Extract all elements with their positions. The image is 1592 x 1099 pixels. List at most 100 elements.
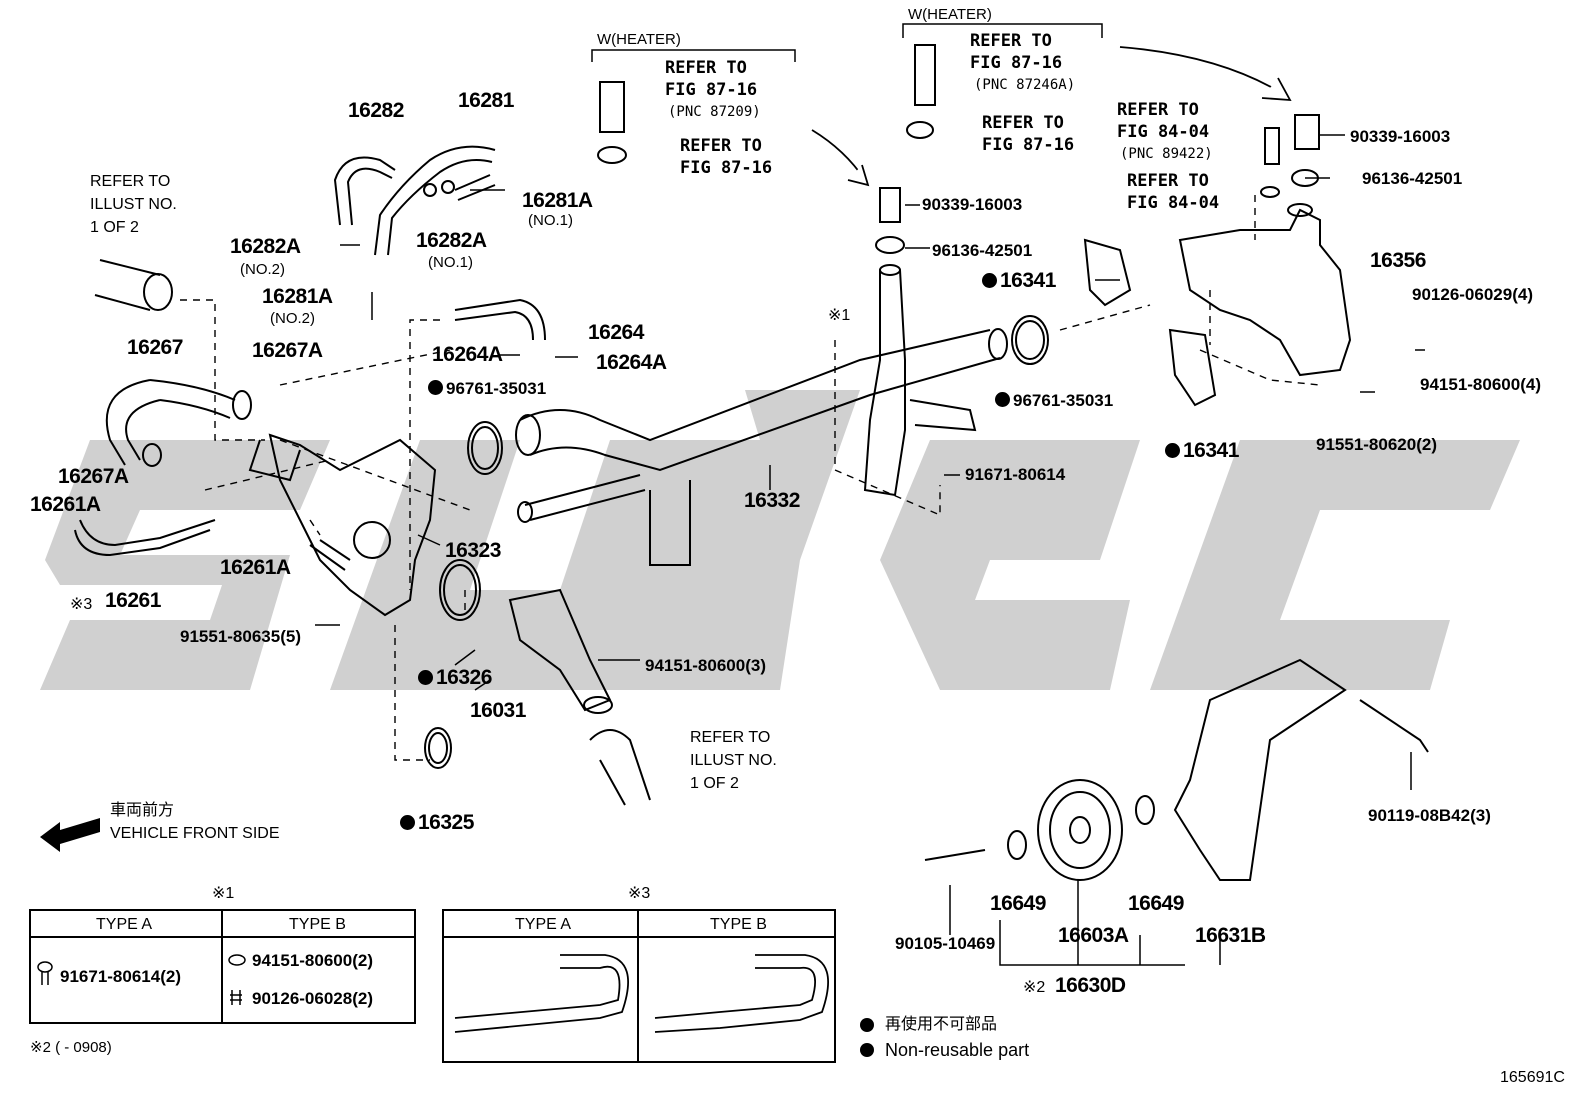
refer-note: FIG 87-16 xyxy=(680,158,773,178)
legend-dot-jp xyxy=(860,1018,874,1032)
part-label: 94151-80600(3) xyxy=(645,656,766,675)
refer-note: REFER TO xyxy=(1127,171,1209,191)
line-art xyxy=(74,44,1429,966)
part-sublabel: (NO.2) xyxy=(240,261,285,278)
refer-note: 1 OF 2 xyxy=(90,219,139,236)
part-label: 16603A xyxy=(1058,924,1129,947)
refer-note: ILLUST NO. xyxy=(690,752,777,769)
part-sublabel: (NO.1) xyxy=(428,254,473,271)
table3-header-b: TYPE B xyxy=(710,916,767,933)
part-label: 96761-35031 xyxy=(995,392,1113,409)
legend-jp: 再使用不可部品 xyxy=(885,1016,998,1033)
legend-en: Non-reusable part xyxy=(885,1040,1030,1060)
part-label: 16281 xyxy=(458,89,514,112)
part-label: 16261A xyxy=(220,556,291,579)
table3-mark: ※3 xyxy=(628,885,651,902)
legend-dot-en xyxy=(860,1043,874,1057)
table1-icons xyxy=(37,954,246,1005)
table1-frame xyxy=(29,909,416,1024)
front-label-jp: 車両前方 xyxy=(110,802,175,819)
part-label: 90126-06029(4) xyxy=(1412,285,1533,304)
table1-mark: ※1 xyxy=(212,885,235,902)
footnote-2: ※2 ( - 0908) xyxy=(30,1039,112,1056)
diagram-id: 165691C xyxy=(1500,1069,1565,1086)
table1-header-b: TYPE B xyxy=(289,916,346,933)
part-label: 96136-42501 xyxy=(932,241,1033,260)
part-label: 16649 xyxy=(990,892,1046,915)
part-label: 16264 xyxy=(588,321,644,344)
heater-title: W(HEATER) xyxy=(597,31,681,48)
heater-brackets xyxy=(591,23,1103,62)
part-label: 16264A xyxy=(432,343,503,366)
part-label: 16261A xyxy=(30,493,101,516)
refer-note: FIG 87-16 xyxy=(982,135,1075,155)
table3-header-a: TYPE A xyxy=(515,916,572,933)
part-label: 16261 xyxy=(105,589,161,612)
table1-cell-b1: 94151-80600(2) xyxy=(252,951,373,970)
refer-note: 1 OF 2 xyxy=(690,775,739,792)
table1-header-a: TYPE A xyxy=(96,916,153,933)
refer-note: REFER TO xyxy=(1117,100,1199,120)
watermark-logo xyxy=(40,390,1520,690)
dashed-guides xyxy=(180,195,1321,761)
table1-cell-b2: 90126-06028(2) xyxy=(252,989,373,1008)
part-label: 16649 xyxy=(1128,892,1184,915)
refer-note: ILLUST NO. xyxy=(90,196,177,213)
refer-note: FIG 87-16 xyxy=(970,53,1063,73)
note-mark: ※2 xyxy=(1023,979,1046,996)
part-label: 91671-80614 xyxy=(965,465,1066,484)
part-label: 16267A xyxy=(58,465,129,488)
part-label: 16630D xyxy=(1055,974,1126,997)
part-label: 91551-80620(2) xyxy=(1316,435,1437,454)
refer-note: REFER TO xyxy=(970,31,1052,51)
part-label: 16356 xyxy=(1370,249,1426,272)
note-mark: ※1 xyxy=(828,307,851,324)
table3-frame xyxy=(442,909,836,1063)
refer-note: (PNC 89422) xyxy=(1120,146,1213,162)
refer-note: (PNC 87209) xyxy=(668,104,761,120)
part-label: 16281A xyxy=(522,189,593,212)
part-label: 96136-42501 xyxy=(1362,169,1463,188)
part-label: 16332 xyxy=(744,489,800,512)
part-label: 16267A xyxy=(252,339,323,362)
part-label: 16282A xyxy=(416,229,487,252)
part-label: 16341 xyxy=(1165,440,1239,461)
part-sublabel: (NO.2) xyxy=(270,310,315,327)
part-label: 90339-16003 xyxy=(1350,127,1451,146)
part-label: 16031 xyxy=(470,699,526,722)
refer-note: REFER TO xyxy=(690,729,771,746)
part-label: 16282 xyxy=(348,99,404,122)
pointer-arrows xyxy=(811,46,1292,187)
part-label: 91551-80635(5) xyxy=(180,627,301,646)
refer-note: REFER TO xyxy=(90,173,171,190)
heater-title: W(HEATER) xyxy=(908,6,992,23)
refer-note: REFER TO xyxy=(665,58,747,78)
refer-note: FIG 87-16 xyxy=(665,80,758,100)
part-label: 16341 xyxy=(982,270,1056,291)
part-label: 16282A xyxy=(230,235,301,258)
refer-note: (PNC 87246A) xyxy=(974,77,1076,93)
part-label: 16325 xyxy=(400,812,474,833)
front-arrow xyxy=(40,818,100,852)
note-mark: ※3 xyxy=(70,596,93,613)
part-label: 16326 xyxy=(418,667,492,688)
refer-note: FIG 84-04 xyxy=(1117,122,1210,142)
refer-note: FIG 84-04 xyxy=(1127,193,1220,213)
part-label: 94151-80600(4) xyxy=(1420,375,1541,394)
part-label: 90119-08B42(3) xyxy=(1368,806,1491,825)
part-label: 16281A xyxy=(262,285,333,308)
front-label-en: VEHICLE FRONT SIDE xyxy=(110,825,280,842)
part-label: 90339-16003 xyxy=(922,195,1023,214)
part-label: 16323 xyxy=(445,539,501,562)
part-label: 16264A xyxy=(596,351,667,374)
part-sublabel: (NO.1) xyxy=(528,212,573,229)
table1-cell-a: 91671-80614(2) xyxy=(60,967,181,986)
part-label: 90105-10469 xyxy=(895,934,996,953)
table3-hoses xyxy=(454,954,830,1033)
refer-note: REFER TO xyxy=(982,113,1064,133)
refer-note: REFER TO xyxy=(680,136,762,156)
part-label: 16631B xyxy=(1195,924,1266,947)
part-label: 96761-35031 xyxy=(428,380,546,397)
